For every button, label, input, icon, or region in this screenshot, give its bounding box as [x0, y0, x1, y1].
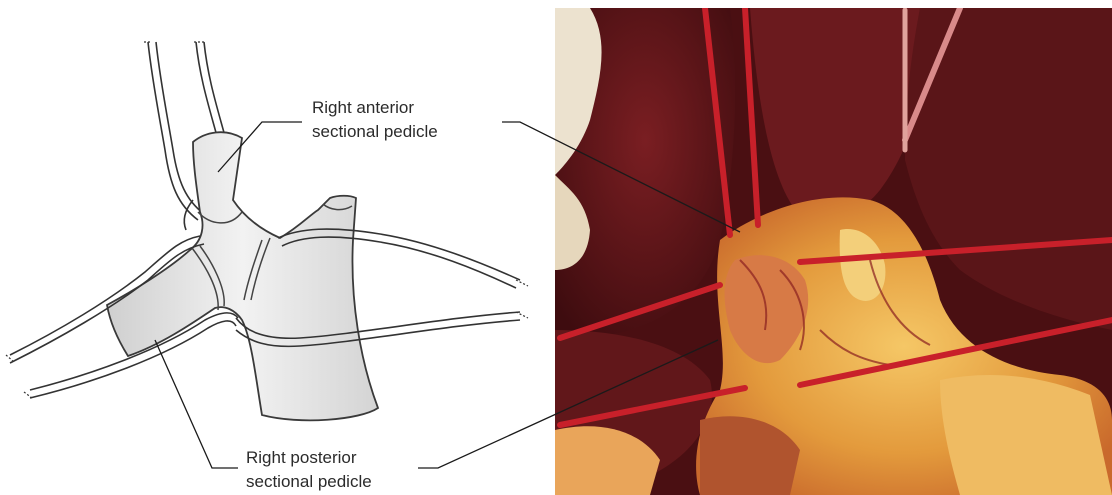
label-right-posterior-line2: sectional pedicle	[246, 472, 372, 491]
vessel-diagram	[6, 42, 528, 420]
portal-vein-shape	[107, 132, 378, 420]
label-right-posterior-line1: Right posterior	[246, 448, 357, 467]
label-right-anterior-line1: Right anterior	[312, 98, 414, 117]
label-right-anterior-line2: sectional pedicle	[312, 122, 438, 141]
surgical-photo	[555, 8, 1112, 495]
